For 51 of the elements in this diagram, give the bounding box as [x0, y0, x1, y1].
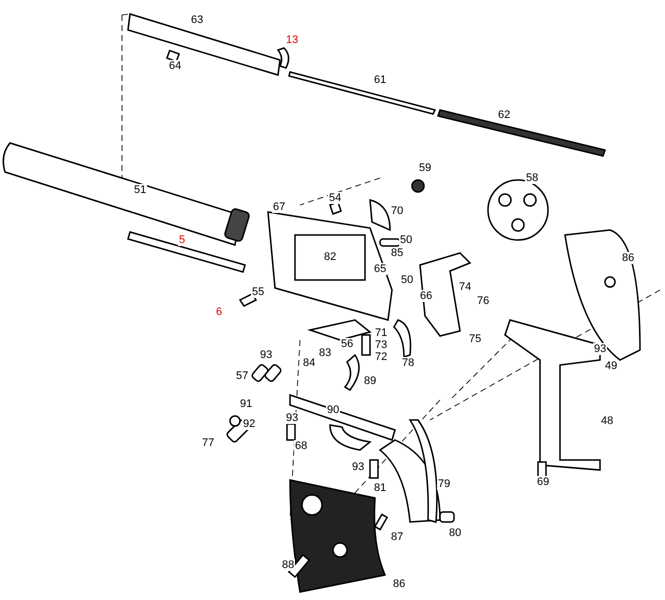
callout-number: 50 — [399, 234, 414, 246]
callout-number: 55 — [251, 286, 266, 298]
callout-number: 49 — [604, 360, 618, 372]
callout-number: 86 — [392, 578, 406, 590]
callout-number: 89 — [363, 375, 378, 387]
callout-number: 74 — [458, 281, 472, 293]
callout-number: 62 — [497, 109, 512, 121]
callout-number: 66 — [419, 290, 434, 302]
callout-number: 77 — [201, 437, 216, 449]
callout-number: 61 — [373, 74, 388, 86]
callout-number: 92 — [242, 418, 256, 430]
callout-number: 50 — [400, 274, 414, 286]
callout-number: 83 — [318, 347, 332, 359]
callout-number: 13 — [285, 34, 300, 46]
callout-number: 91 — [239, 398, 254, 410]
callout-number: 93 — [285, 412, 300, 424]
callout-number: 58 — [525, 172, 540, 184]
callout-number: 63 — [190, 14, 204, 26]
callout-number: 54 — [328, 192, 342, 204]
callout-number: 67 — [272, 201, 286, 213]
callout-number: 76 — [476, 295, 490, 307]
callout-number: 93 — [351, 461, 366, 473]
callout-number: 80 — [448, 527, 462, 539]
callout-number: 65 — [373, 263, 388, 275]
callout-number: 86 — [621, 252, 636, 264]
callout-number: 93 — [593, 343, 608, 355]
callout-number: 78 — [401, 357, 416, 369]
callout-number: 87 — [390, 531, 404, 543]
callout-number: 85 — [390, 247, 404, 259]
callout-number: 69 — [536, 476, 550, 488]
callout-number: 73 — [374, 339, 388, 351]
callout-number: 68 — [294, 440, 308, 452]
callout-number: 59 — [418, 162, 432, 174]
callout-number: 84 — [302, 357, 316, 369]
callout-number: 79 — [437, 478, 452, 490]
callout-number: 57 — [235, 370, 250, 382]
callout-number: 81 — [373, 482, 388, 494]
callout-number: 75 — [468, 333, 482, 345]
callout-number: 70 — [390, 205, 404, 217]
callout-number: 88 — [281, 559, 296, 571]
callout-number: 51 — [133, 184, 148, 196]
callout-number: 72 — [374, 351, 388, 363]
callout-number: 93 — [259, 349, 274, 361]
callout-number: 82 — [323, 251, 338, 263]
callout-number: 64 — [168, 60, 182, 72]
callout-number: 48 — [600, 415, 614, 427]
callout-number: 90 — [326, 404, 340, 416]
callout-number: 71 — [374, 327, 388, 339]
callout-number: 5 — [178, 234, 186, 246]
callout-number: 56 — [340, 338, 354, 350]
callout-number: 6 — [215, 306, 224, 318]
